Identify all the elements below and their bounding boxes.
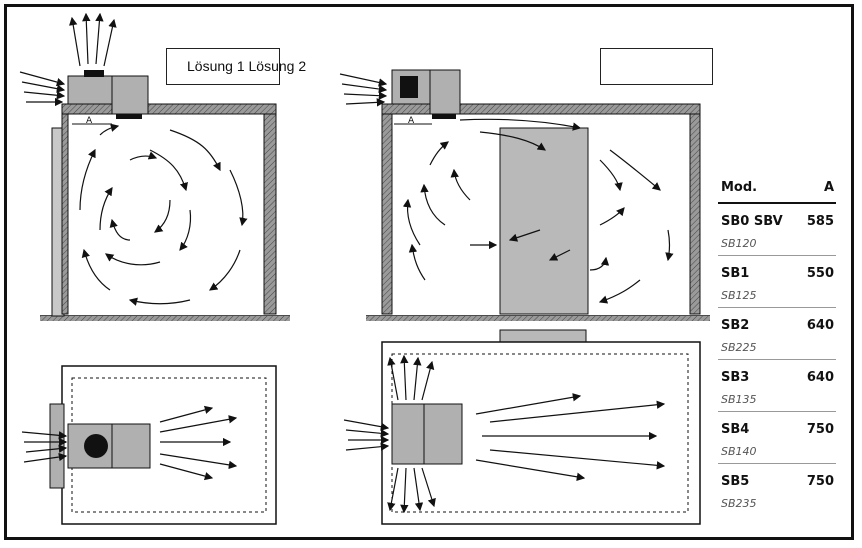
model-alt: SB235 xyxy=(721,497,757,510)
ceiling-wall xyxy=(381,103,701,115)
evaporator-outlet xyxy=(432,114,456,119)
model-name: SB4 xyxy=(721,422,750,437)
model-alt: SB120 xyxy=(721,237,757,250)
ceiling-wall xyxy=(61,103,277,115)
left-wall xyxy=(381,113,393,315)
header-model: Mod. xyxy=(721,180,758,195)
floor-hatch xyxy=(366,316,710,321)
plan-view-left xyxy=(21,365,277,525)
dimension-label: A xyxy=(408,116,415,126)
empty-label-box xyxy=(600,48,713,85)
model-name: SB5 xyxy=(721,474,750,489)
header-value: A xyxy=(823,180,834,195)
side-view-left: A xyxy=(19,12,290,321)
diagram-frame xyxy=(4,4,854,540)
stacked-goods xyxy=(499,127,589,315)
model-value: 750 xyxy=(806,474,834,489)
stacked-goods-top xyxy=(499,329,587,343)
side-view-right: A xyxy=(339,69,710,343)
table-row: SB2 640 SB225 xyxy=(718,308,836,360)
model-name: SB3 xyxy=(721,370,750,385)
solution-label: Lösung 1 Lösung 2 xyxy=(187,58,307,74)
table-header: Mod. A xyxy=(718,178,836,204)
solution-label-box xyxy=(166,48,280,85)
table-row: SB4 750 SB140 xyxy=(718,412,836,464)
evaporator-outlet xyxy=(116,114,142,119)
model-name: SB1 xyxy=(721,266,750,281)
model-table: Mod. A SB0 SBV 585 SB120 SB1 550 SB125 S… xyxy=(718,178,836,515)
model-alt: SB125 xyxy=(721,289,757,302)
right-wall xyxy=(689,113,701,315)
model-value: 550 xyxy=(806,266,834,281)
model-alt: SB135 xyxy=(721,393,757,406)
fan-icon xyxy=(84,434,108,458)
table-row: SB3 640 SB135 xyxy=(718,360,836,412)
airflow-arrows xyxy=(339,73,674,304)
model-name: SB2 xyxy=(721,318,750,333)
model-value: 640 xyxy=(806,370,834,385)
airflow-arrows xyxy=(343,354,666,514)
door-panel xyxy=(49,403,65,489)
fan-icon xyxy=(400,76,418,98)
right-wall xyxy=(263,113,277,315)
fan-icon xyxy=(84,70,104,77)
model-value: 585 xyxy=(806,214,834,229)
table-row: SB0 SBV 585 SB120 xyxy=(718,204,836,256)
unit-top-view xyxy=(67,423,151,469)
table-row: SB5 750 SB235 xyxy=(718,464,836,515)
evaporator-unit xyxy=(111,75,149,115)
left-wall xyxy=(61,113,69,315)
model-alt: SB140 xyxy=(721,445,757,458)
dimension-label: A xyxy=(86,116,93,126)
floor-hatch xyxy=(40,316,290,321)
evaporator-unit xyxy=(429,69,461,115)
unit-top-view xyxy=(391,403,463,465)
model-name: SB0 SBV xyxy=(721,214,783,229)
condensing-unit xyxy=(67,75,113,105)
airflow-arrows xyxy=(21,405,238,481)
table-row: SB1 550 SB125 xyxy=(718,256,836,308)
airflow-arrows xyxy=(19,12,248,306)
model-value: 750 xyxy=(806,422,834,437)
plan-view-right xyxy=(343,341,701,525)
model-alt: SB225 xyxy=(721,341,757,354)
model-value: 640 xyxy=(806,318,834,333)
